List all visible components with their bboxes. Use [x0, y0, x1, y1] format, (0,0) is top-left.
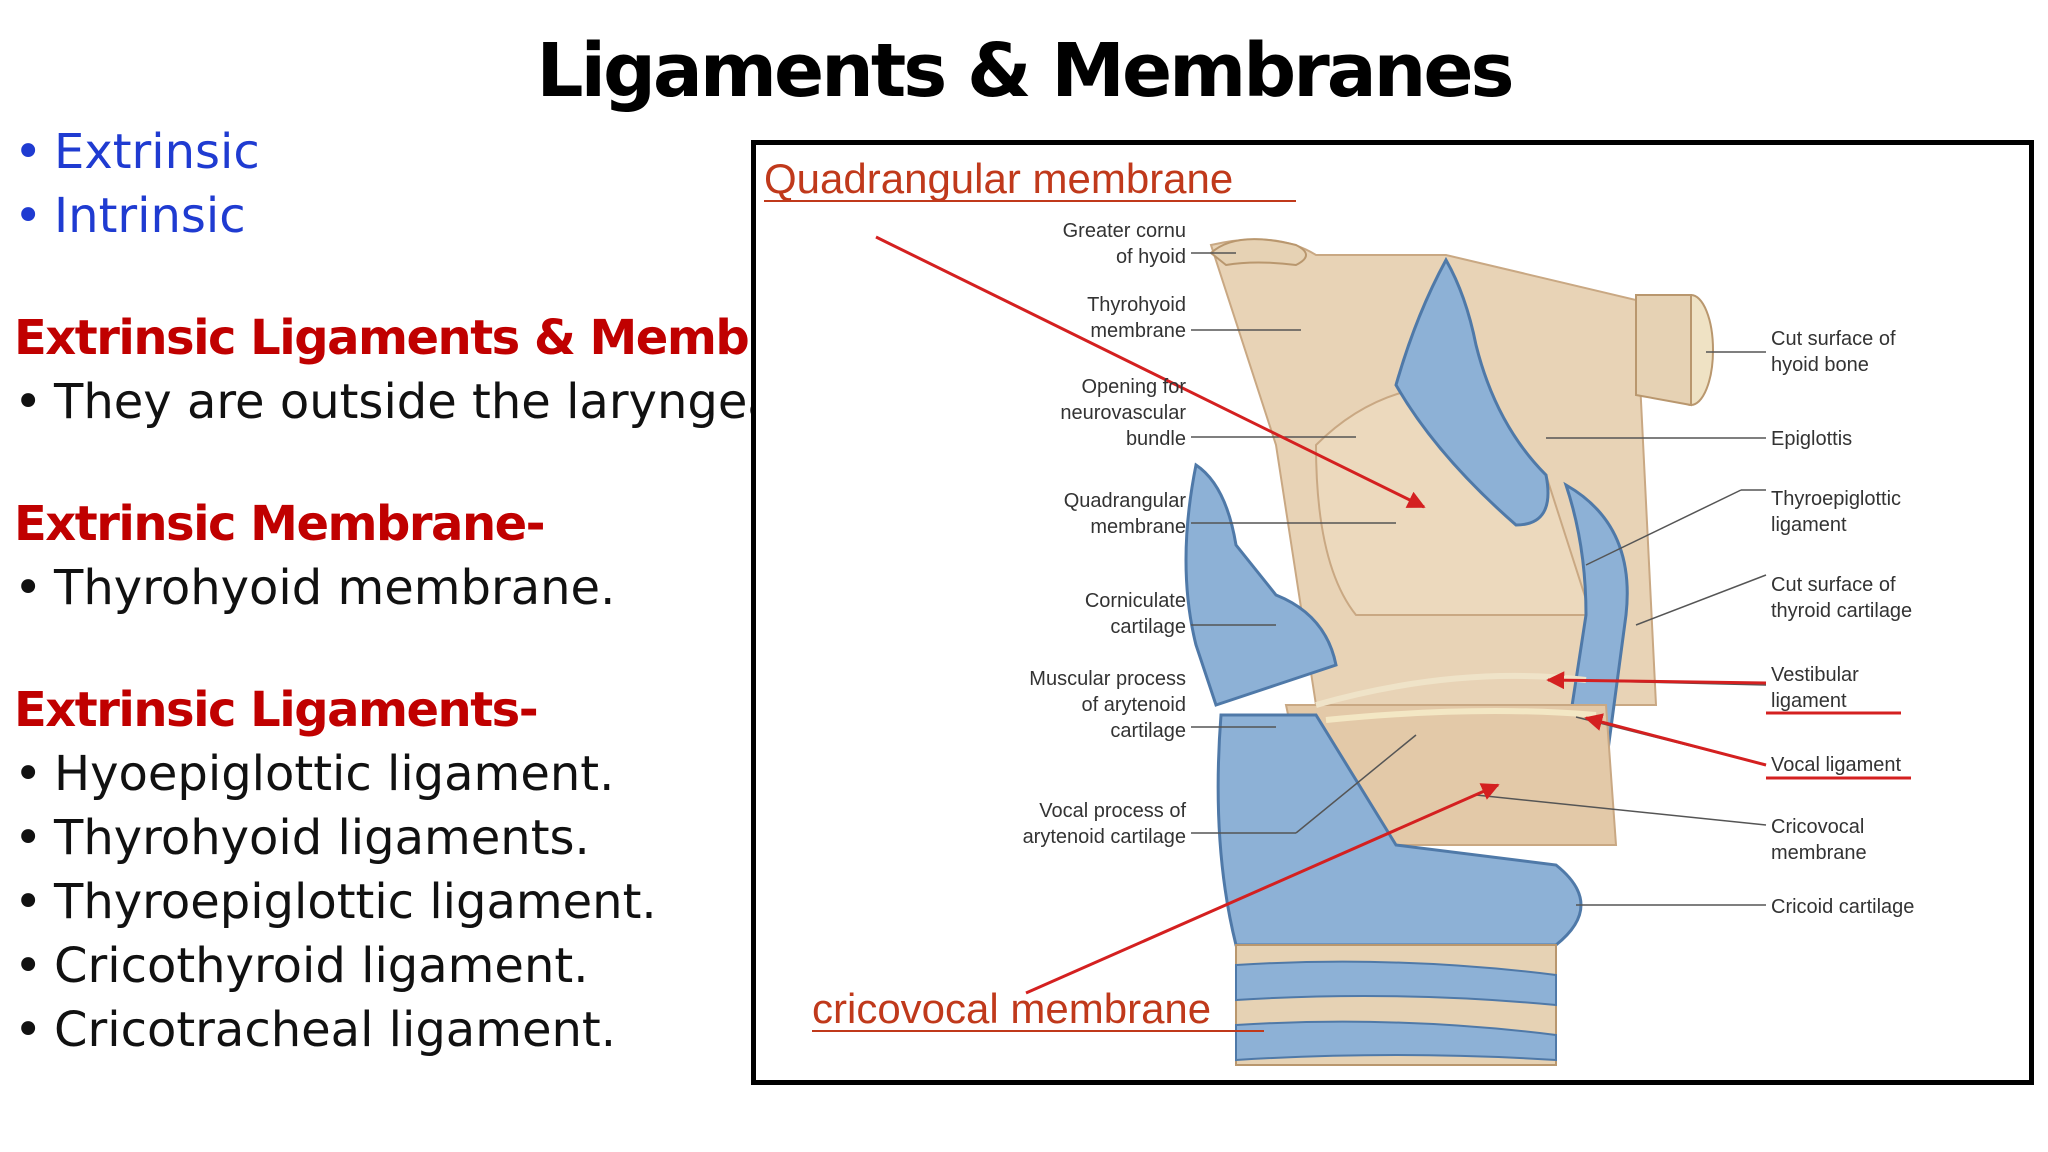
bullet-dot-icon: • [14, 998, 54, 1062]
bullet-outside-laryngeal: •They are outside the laryngeal [14, 370, 754, 434]
larynx-figure: Quadrangular membrane cricovocal membran… [751, 140, 2034, 1085]
label-thyrohyoid-membrane: Thyrohyoid [1087, 294, 1186, 316]
heading-extrinsic-ligaments: Extrinsic Ligaments- [14, 678, 537, 742]
label-vocal-ligament: Vocal ligament [1771, 754, 1902, 776]
callout-cricovocal-membrane: cricovocal membrane [812, 985, 1211, 1032]
heading-extrinsic-membrane: Extrinsic Membrane- [14, 492, 544, 556]
slide-title: Ligaments & Membranes [0, 28, 2048, 114]
bullet-dot-icon: • [14, 870, 54, 934]
label-muscular-process-2: of arytenoid [1081, 694, 1186, 716]
label-cricovocal-membrane: Cricovocal [1771, 816, 1864, 838]
labels-right: Cut surface of hyoid bone Epiglottis Thy… [1771, 328, 1914, 918]
label-vocal-process-2: arytenoid cartilage [1023, 826, 1186, 848]
hyoid-body-shape [1636, 295, 1691, 405]
bullet-cricothyroid: •Cricothyroid ligament. [14, 934, 588, 998]
larynx-illustration: Quadrangular membrane cricovocal membran… [756, 145, 2029, 1080]
label-epiglottis: Epiglottis [1771, 428, 1852, 450]
label-quadrangular-membrane: Quadrangular [1064, 490, 1187, 512]
bullet-dot-icon: • [14, 370, 54, 434]
bullet-thyrohyoid-ligaments: •Thyrohyoid ligaments. [14, 806, 590, 870]
label-vestibular-ligament: Vestibular [1771, 664, 1859, 686]
bullet-hyoepiglottic: •Hyoepiglottic ligament. [14, 742, 614, 806]
heading-extrinsic-ligaments-membranes: Extrinsic Ligaments & Membranes [14, 306, 754, 370]
label-cricovocal-membrane-2: membrane [1771, 842, 1867, 864]
label-quadrangular-membrane-2: membrane [1090, 516, 1186, 538]
label-thyrohyoid-membrane-2: membrane [1090, 320, 1186, 342]
label-cut-surface-hyoid: Cut surface of [1771, 328, 1896, 350]
label-cricoid-cartilage: Cricoid cartilage [1771, 896, 1914, 918]
bullet-thyrohyoid-membrane: •Thyrohyoid membrane. [14, 556, 615, 620]
bullet-intrinsic: •Intrinsic [14, 184, 246, 248]
label-opening-neurovascular-2: neurovascular [1060, 402, 1186, 424]
labels-left: Greater cornu of hyoid Thyrohyoid membra… [1023, 220, 1187, 848]
label-opening-neurovascular: Opening for [1081, 376, 1186, 398]
bullet-dot-icon: • [14, 120, 54, 184]
label-greater-cornu: Greater cornu [1063, 220, 1186, 242]
bullet-dot-icon: • [14, 556, 54, 620]
label-muscular-process-3: cartilage [1110, 720, 1186, 742]
bullet-extrinsic: •Extrinsic [14, 120, 260, 184]
label-vestibular-ligament-2: ligament [1771, 690, 1847, 712]
label-greater-cornu-2: of hyoid [1116, 246, 1186, 268]
label-thyroepiglottic-ligament-2: ligament [1771, 514, 1847, 536]
label-cut-surface-hyoid-2: hyoid bone [1771, 354, 1869, 376]
label-corniculate-cartilage: Corniculate [1085, 590, 1186, 612]
bullet-dot-icon: • [14, 184, 54, 248]
bullet-dot-icon: • [14, 934, 54, 998]
label-opening-neurovascular-3: bundle [1126, 428, 1186, 450]
label-vocal-process: Vocal process of [1039, 800, 1186, 822]
bullet-dot-icon: • [14, 742, 54, 806]
bullet-thyroepiglottic: •Thyroepiglottic ligament. [14, 870, 657, 934]
label-thyroepiglottic-ligament: Thyroepiglottic [1771, 488, 1901, 510]
label-cut-surface-thyroid: Cut surface of [1771, 574, 1896, 596]
bullet-cricotracheal: •Cricotracheal ligament. [14, 998, 616, 1062]
bullet-dot-icon: • [14, 806, 54, 870]
left-text-column: •Extrinsic •Intrinsic Extrinsic Ligament… [14, 120, 754, 1100]
label-cut-surface-thyroid-2: thyroid cartilage [1771, 600, 1912, 622]
callout-quadrangular-membrane: Quadrangular membrane [764, 155, 1233, 202]
label-corniculate-cartilage-2: cartilage [1110, 616, 1186, 638]
label-muscular-process: Muscular process [1029, 668, 1186, 690]
